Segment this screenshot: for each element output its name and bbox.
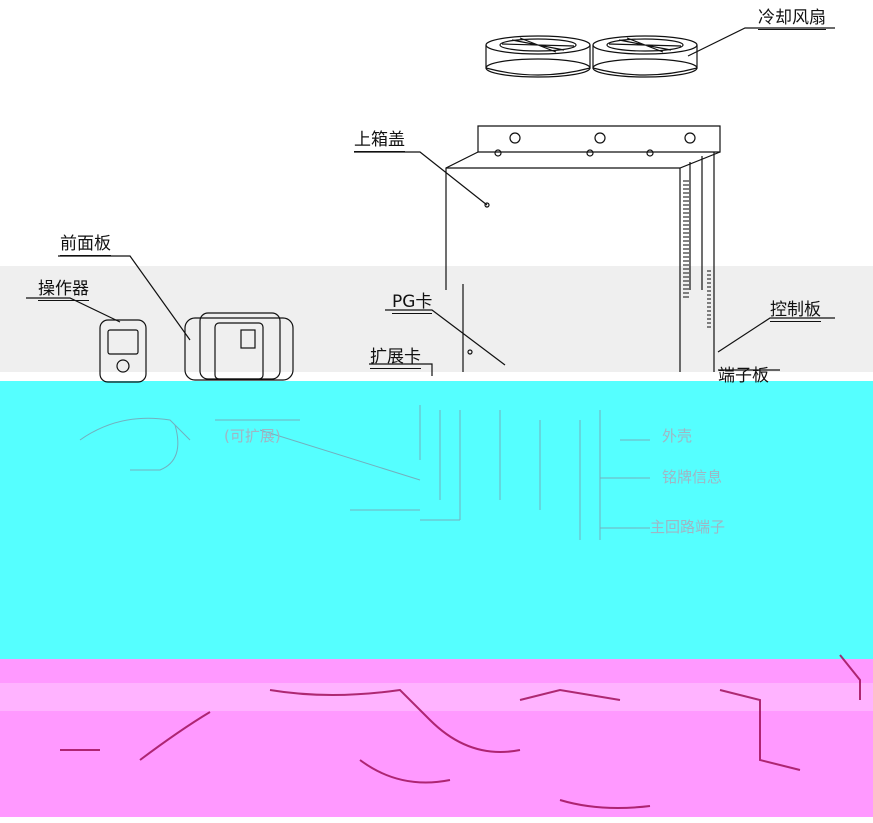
front-panel-icon (184, 312, 294, 381)
label-expansion-card: 扩展卡 (370, 347, 421, 369)
pink-band-light (0, 683, 873, 711)
ghost-label-nameplate: 铭牌信息 (662, 468, 723, 486)
label-terminal-board: 端子板 (718, 366, 769, 386)
fan-left-icon (485, 35, 591, 78)
label-keypad: 操作器 (38, 279, 89, 301)
label-pg-card: PG卡 (392, 292, 433, 314)
label-cooling-fans: 冷却风扇 (758, 8, 826, 30)
label-front-panel: 前面板 (60, 234, 111, 256)
keypad-icon (99, 319, 147, 383)
fan-right-icon (592, 35, 698, 78)
ghost-label-main-terminal: 主回路端子 (650, 518, 726, 536)
label-control-board: 控制板 (770, 300, 821, 322)
label-top-cover: 上箱盖 (354, 130, 405, 152)
top-cover-icon (445, 125, 721, 290)
ghost-label-expandable: (可扩展) (224, 427, 281, 445)
ghost-label-shell: 外壳 (662, 427, 693, 445)
